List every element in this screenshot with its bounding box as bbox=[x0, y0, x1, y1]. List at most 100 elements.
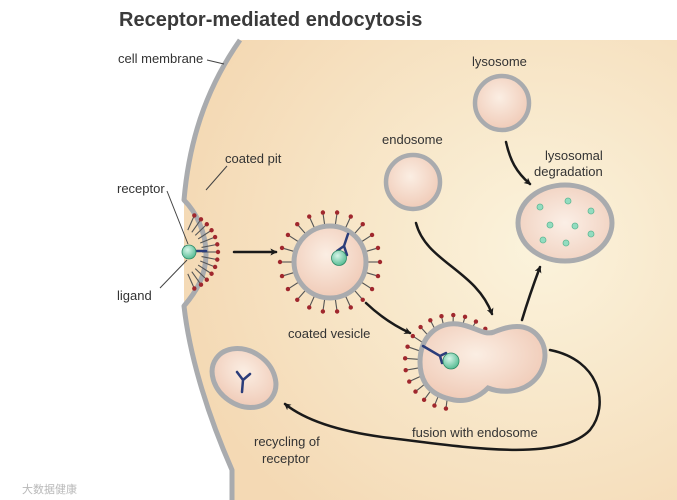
arrow-lysosome-to-degradation bbox=[504, 140, 532, 186]
coated-vesicle-spike-head bbox=[277, 259, 283, 265]
fusion-vesicle-spike-head bbox=[451, 312, 456, 318]
coated-pit-spike-head bbox=[209, 228, 214, 233]
coated-vesicle-spike-head bbox=[348, 214, 353, 219]
label-coated-pit: coated pit bbox=[225, 151, 282, 166]
coated-pit-spike-head bbox=[212, 234, 218, 240]
fusion-vesicle-spike-head bbox=[407, 379, 412, 384]
coated-pit-spike-head bbox=[192, 213, 197, 218]
coated-pit-spike-head bbox=[209, 271, 214, 276]
coated-pit-spike-head bbox=[192, 286, 197, 291]
coated-vesicle-spike-head bbox=[307, 214, 312, 219]
fusion-vesicle-spike-head bbox=[428, 318, 433, 323]
label-degradation: degradation bbox=[534, 164, 603, 179]
fusion-vesicle-spike-head bbox=[413, 389, 418, 394]
fusion-vesicle-spike-head bbox=[405, 344, 410, 349]
coated-vesicle-spike-head bbox=[360, 222, 365, 227]
coated-vesicle-spike-head bbox=[320, 309, 326, 314]
coated-pit-leader bbox=[205, 165, 228, 191]
label-cell-membrane: cell membrane bbox=[118, 51, 203, 66]
fusion-vesicle-spike-head bbox=[443, 406, 449, 411]
coated-pit-spike-stalk bbox=[200, 260, 216, 268]
fusion-vesicle-spike-head bbox=[462, 314, 468, 320]
arrow-fusion-to-degradation bbox=[520, 265, 542, 322]
label-ligand: ligand bbox=[117, 288, 152, 303]
label-lysosomal: lysosomal bbox=[545, 148, 603, 163]
label-lysosome: lysosome bbox=[472, 54, 527, 69]
coated-pit-spike-stalk bbox=[200, 236, 216, 244]
coated-pit-spike-stalk bbox=[191, 271, 202, 286]
fusion-vesicle bbox=[402, 312, 548, 411]
coated-pit-spike-head bbox=[212, 264, 218, 270]
coated-pit-spike-stalk bbox=[191, 218, 202, 233]
watermark: 大数据健康 bbox=[22, 482, 77, 496]
label-receptor: receptor bbox=[117, 181, 165, 196]
coated-pit-spike-head bbox=[215, 257, 220, 262]
coated-pit-spike-head bbox=[204, 222, 210, 227]
ligand-in-coated-vesicle bbox=[331, 250, 347, 266]
fusion-vesicle-spike-head bbox=[418, 324, 423, 330]
coated-pit-spikes bbox=[187, 213, 221, 291]
coated-vesicle-spike-head bbox=[295, 222, 300, 227]
coated-vesicle-spike-head bbox=[279, 273, 285, 279]
coated-vesicle-spike-head bbox=[348, 305, 353, 310]
coated-pit-spike-stalk bbox=[201, 256, 218, 261]
coated-pit-spike-head bbox=[198, 217, 204, 222]
endosome bbox=[383, 152, 443, 212]
ligand-leader bbox=[159, 259, 188, 289]
receptor-leader bbox=[166, 190, 189, 245]
coated-vesicle-spike-head bbox=[320, 210, 326, 215]
label-fusion-with-endosome: fusion with endosome bbox=[412, 425, 538, 440]
coated-vesicle bbox=[277, 210, 383, 314]
coated-vesicle-spike-head bbox=[295, 297, 300, 302]
receptor-in-coated-vesicle bbox=[335, 232, 350, 257]
coated-vesicle-spike-head bbox=[375, 273, 381, 279]
fusion-vesicle-spike-head bbox=[410, 333, 416, 339]
coated-pit-spike-stalk bbox=[197, 264, 212, 275]
receptor-in-fusion-vesicle bbox=[421, 344, 448, 365]
arrow-endosome-to-fusion bbox=[414, 221, 494, 316]
fusion-vesicle-spike-head bbox=[403, 367, 408, 373]
coated-pit-spike-head bbox=[204, 277, 210, 282]
coated-vesicle-spike-head bbox=[360, 297, 365, 302]
coated-vesicle-spike-head bbox=[377, 259, 383, 265]
coated-vesicle-spike-head bbox=[285, 286, 291, 292]
cell-membrane bbox=[181, 38, 243, 500]
coated-vesicle-spike-head bbox=[369, 286, 375, 292]
cytoplasm bbox=[184, 40, 677, 500]
coated-vesicle-spike-head bbox=[375, 245, 381, 251]
diagram-title: Receptor-mediated endocytosis bbox=[119, 9, 422, 31]
label-recycling-receptor: receptor bbox=[262, 451, 310, 466]
coated-vesicle-spike-head bbox=[279, 245, 285, 251]
lysosomal-degradation-vesicle bbox=[515, 182, 615, 264]
label-endosome: endosome bbox=[382, 132, 443, 147]
coated-vesicle-spike-head bbox=[285, 232, 291, 238]
arrow-vesicle-to-fusion bbox=[364, 301, 412, 335]
receptor-in-recycling-vesicle bbox=[235, 370, 252, 394]
label-recycling-of: recycling of bbox=[254, 434, 320, 449]
coated-pit-spike-stalk bbox=[201, 243, 218, 248]
coated-vesicle-spike-head bbox=[369, 232, 375, 238]
coated-vesicle-spike-head bbox=[334, 309, 340, 314]
fusion-vesicle-spike-head bbox=[439, 313, 444, 319]
ligand-in-pit bbox=[181, 244, 197, 260]
coated-pit-spike-stalk bbox=[187, 273, 195, 289]
coated-pit-spike-head bbox=[215, 249, 221, 255]
coated-vesicle-spike-head bbox=[334, 210, 340, 215]
label-coated-vesicle: coated vesicle bbox=[288, 326, 370, 341]
fusion-vesicle-spike-head bbox=[421, 397, 427, 403]
coated-pit-spike-stalk bbox=[197, 229, 212, 240]
degraded-ligand-dots bbox=[536, 197, 595, 247]
lysosome bbox=[472, 73, 532, 133]
fusion-vesicle-spike-head bbox=[473, 319, 479, 324]
coated-pit-spike-stalk bbox=[194, 223, 208, 236]
coated-pit-spike-head bbox=[215, 242, 220, 247]
coated-pit-spike-stalk bbox=[194, 268, 208, 281]
cell-membrane-leader bbox=[206, 59, 225, 65]
coated-pit-spike-stalk bbox=[187, 215, 195, 231]
fusion-vesicle-spike-head bbox=[402, 356, 408, 361]
coated-vesicle-spike-head bbox=[307, 305, 312, 310]
ligand-in-fusion-vesicle bbox=[442, 352, 460, 370]
arrow-recycling bbox=[283, 348, 601, 452]
fusion-vesicle-spike-head bbox=[432, 403, 437, 408]
